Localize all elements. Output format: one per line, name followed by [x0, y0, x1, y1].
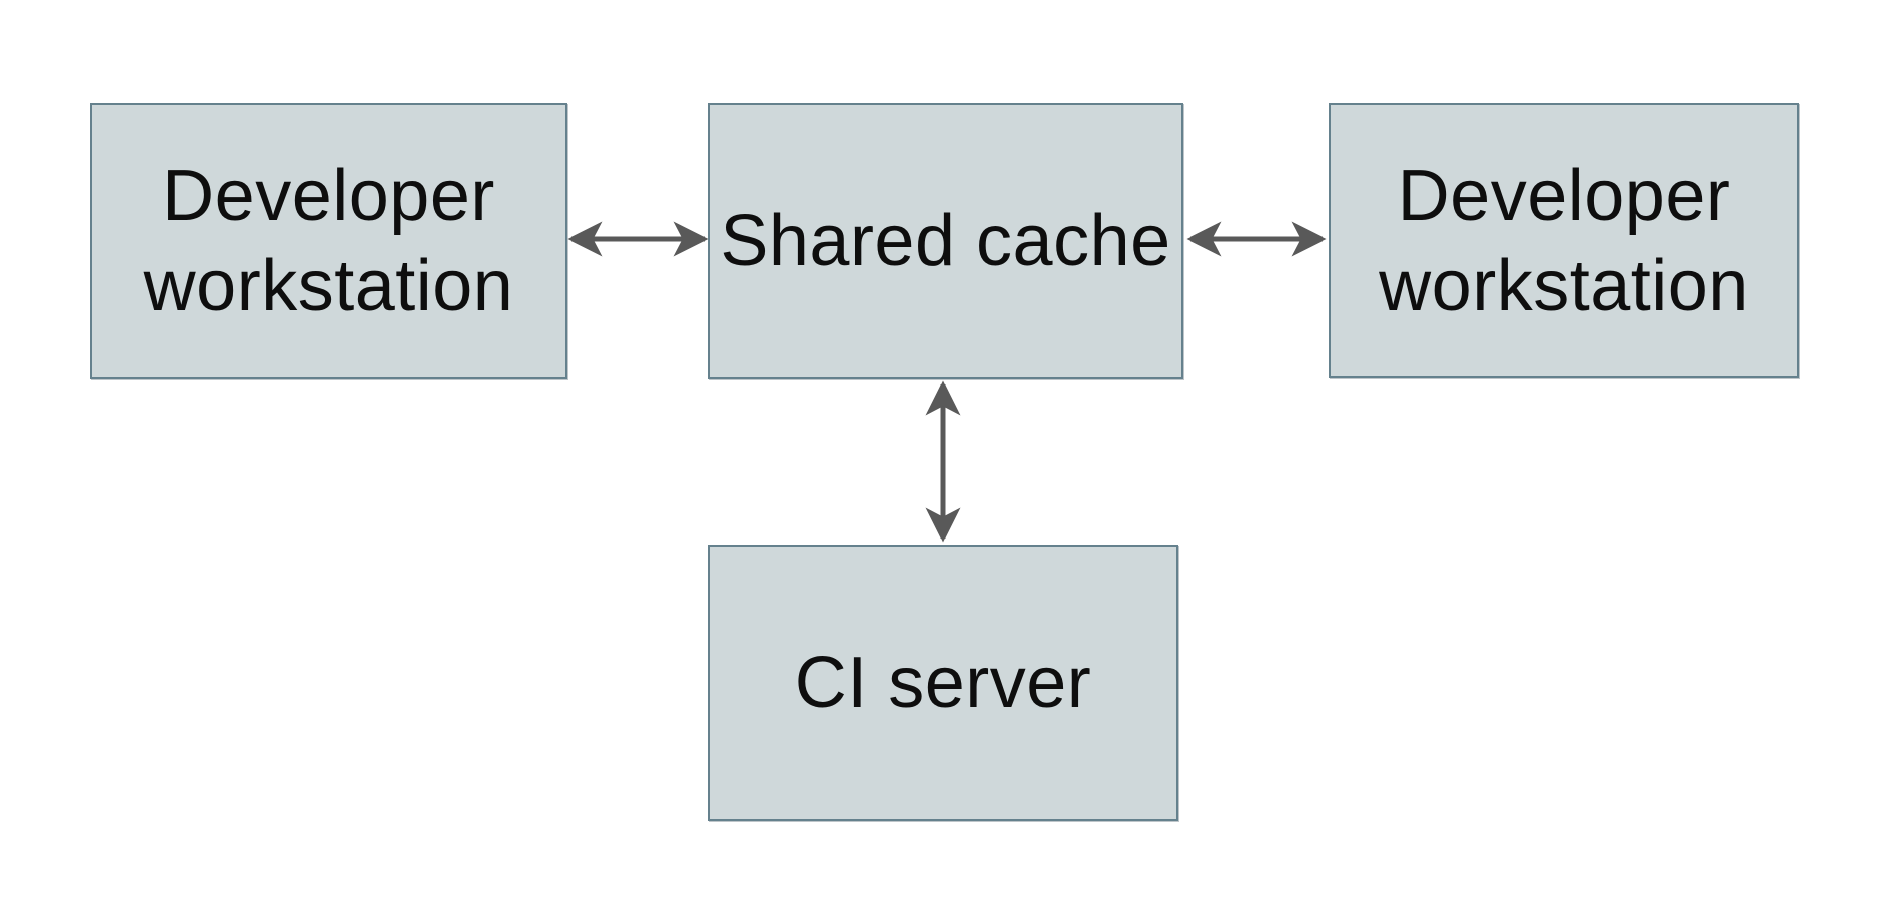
- node-label: Shared cache: [720, 201, 1171, 281]
- node-label: CI server: [794, 643, 1092, 723]
- node-label: Developer workstation: [1379, 155, 1749, 326]
- node-shared-cache: Shared cache: [708, 103, 1183, 379]
- node-label: Developer workstation: [143, 156, 514, 326]
- node-ci-server: CI server: [708, 545, 1178, 821]
- node-developer-workstation-right: Developer workstation: [1329, 103, 1799, 378]
- node-developer-workstation-left: Developer workstation: [90, 103, 567, 379]
